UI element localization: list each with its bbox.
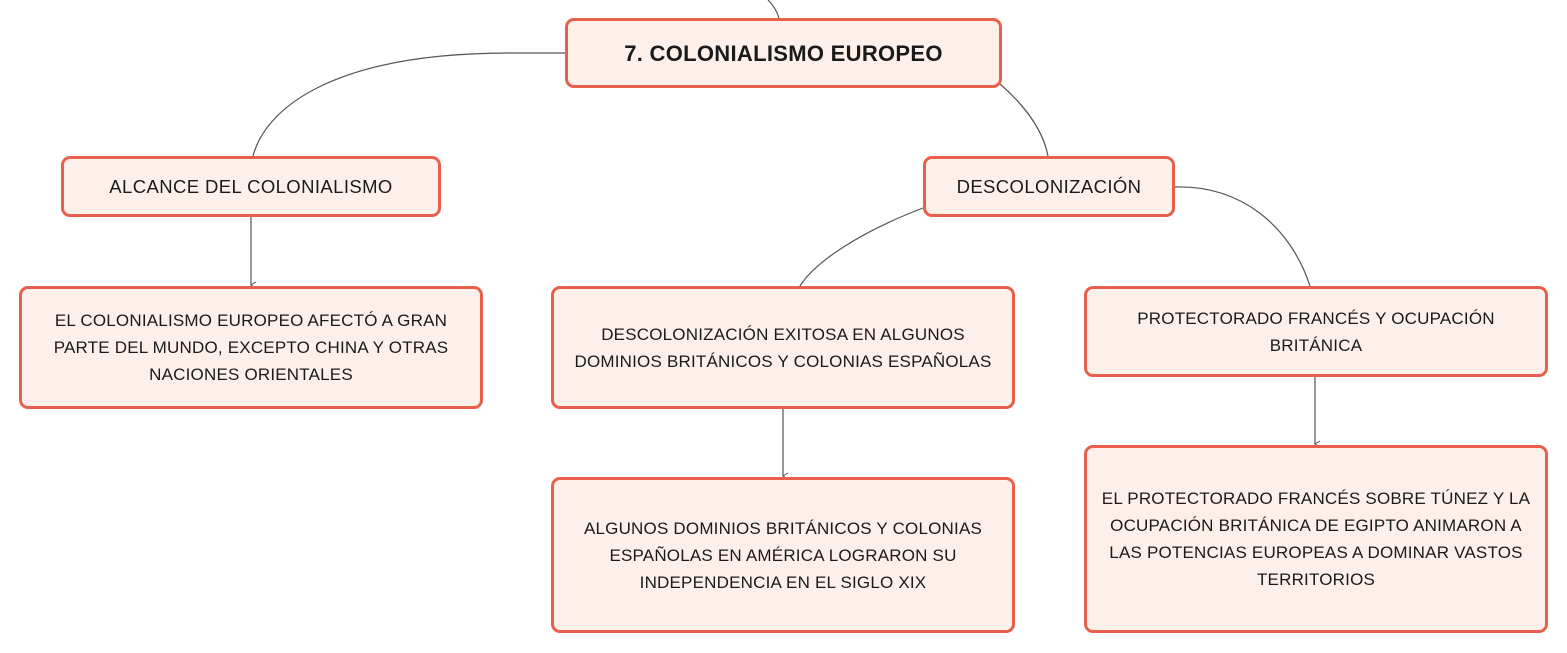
protectorado-label: PROTECTORADO FRANCÉS Y OCUPACIÓN BRITÁNI… [1137, 308, 1495, 355]
connector-parent-to-root [767, 0, 780, 19]
alcance-node-label: ALCANCE DEL COLONIALISMO [109, 176, 393, 197]
connector-root-to-descolonizacion [999, 83, 1049, 157]
alcance-node[interactable]: ALCANCE DEL COLONIALISMO [61, 156, 441, 217]
descolonizacion-exitosa-detail-node[interactable]: ALGUNOS DOMINIOS BRITÁNICOS Y COLONIAS E… [551, 477, 1015, 633]
connector-descolonizacion-to-exitosa [799, 207, 924, 287]
connector-descolonizacion-to-protectorado [1174, 186, 1311, 287]
descolonizacion-exitosa-node[interactable]: DESCOLONIZACIÓN EXITOSA EN ALGUNOS DOMIN… [551, 286, 1015, 409]
protectorado-detail-text: EL PROTECTORADO FRANCÉS SOBRE TÚNEZ Y LA… [1101, 489, 1531, 589]
protectorado-detail-node[interactable]: EL PROTECTORADO FRANCÉS SOBRE TÚNEZ Y LA… [1084, 445, 1548, 633]
descolonizacion-node[interactable]: DESCOLONIZACIÓN [923, 156, 1175, 217]
alcance-detail-text: EL COLONIALISMO EUROPEO AFECTÓ A GRAN PA… [53, 311, 449, 384]
alcance-detail-node[interactable]: EL COLONIALISMO EUROPEO AFECTÓ A GRAN PA… [19, 286, 483, 409]
root-node[interactable]: 7. COLONIALISMO EUROPEO [565, 18, 1002, 88]
descolonizacion-node-label: DESCOLONIZACIÓN [956, 176, 1142, 197]
connector-root-to-alcance [252, 52, 565, 157]
protectorado-node[interactable]: PROTECTORADO FRANCÉS Y OCUPACIÓN BRITÁNI… [1084, 286, 1548, 377]
descolonizacion-exitosa-label: DESCOLONIZACIÓN EXITOSA EN ALGUNOS DOMIN… [574, 324, 992, 371]
root-node-label: 7. COLONIALISMO EUROPEO [624, 40, 943, 66]
descolonizacion-exitosa-detail-text: ALGUNOS DOMINIOS BRITÁNICOS Y COLONIAS E… [583, 518, 983, 592]
